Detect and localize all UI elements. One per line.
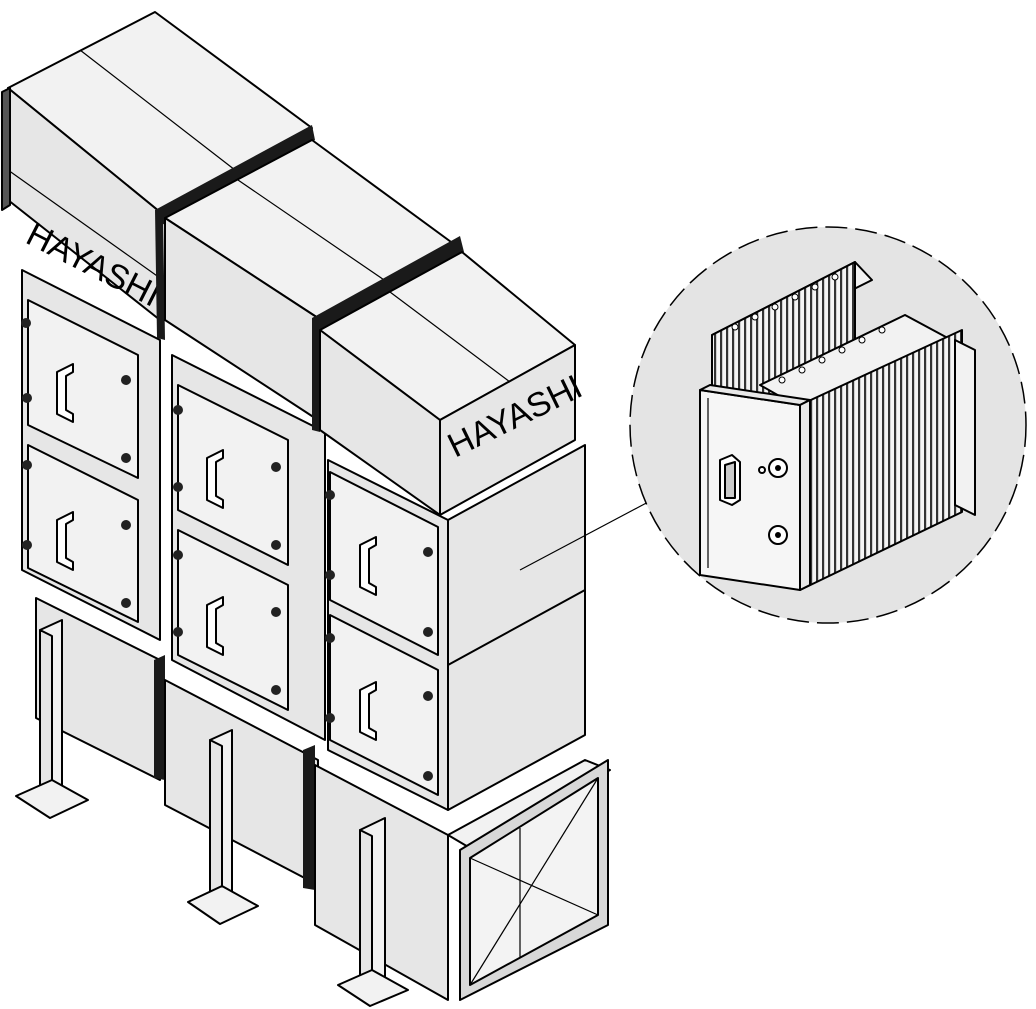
bolt-icon <box>423 771 433 781</box>
flange-middle-right <box>303 236 464 890</box>
right-module: HAYASHI <box>314 251 611 1007</box>
bolt-icon <box>21 318 31 328</box>
bolt-icon <box>271 462 281 472</box>
middle-upper-door <box>177 384 289 566</box>
handle-icon <box>56 363 74 423</box>
handle-icon <box>359 681 377 741</box>
middle-lower-door <box>177 529 289 711</box>
flange-left-middle <box>154 125 315 780</box>
leg-foot <box>187 885 259 925</box>
bolt-icon <box>22 540 32 550</box>
bolt-icon <box>423 691 433 701</box>
bolt-icon <box>271 607 281 617</box>
bolt-icon <box>271 685 281 695</box>
bolt-icon <box>173 627 183 637</box>
bolt-icon <box>121 520 131 530</box>
bolt-icon <box>173 405 183 415</box>
filter-cartridge <box>699 261 976 591</box>
detail-callout <box>629 226 1027 624</box>
bolt-icon <box>271 540 281 550</box>
right-upper-door <box>329 471 439 656</box>
leg-foot <box>337 969 409 1007</box>
filter-front-plate <box>699 389 801 591</box>
bolt-icon <box>121 598 131 608</box>
bolt-icon <box>173 482 183 492</box>
left-lower-door <box>27 444 139 623</box>
bolt-icon <box>325 713 335 723</box>
left-module: HAYASHI <box>1 11 313 819</box>
bolt-icon <box>121 375 131 385</box>
middle-module <box>164 139 463 925</box>
bolt-icon <box>325 490 335 500</box>
left-upper-door <box>27 299 139 479</box>
bolt-icon <box>423 627 433 637</box>
bolt-icon <box>423 547 433 557</box>
left-hopper <box>35 597 161 781</box>
handle-icon <box>206 449 224 509</box>
bolt-icon <box>325 570 335 580</box>
leg-foot <box>15 779 89 819</box>
handle-icon <box>359 536 377 596</box>
handle-icon <box>206 596 224 656</box>
handle-icon <box>56 511 74 571</box>
callout-leader-line <box>519 499 653 571</box>
bolt-icon <box>325 633 335 643</box>
bolt-icon <box>22 393 32 403</box>
bolt-icon <box>22 460 32 470</box>
bolt-icon <box>173 550 183 560</box>
right-lower-door <box>329 614 439 796</box>
bolt-icon <box>121 453 131 463</box>
